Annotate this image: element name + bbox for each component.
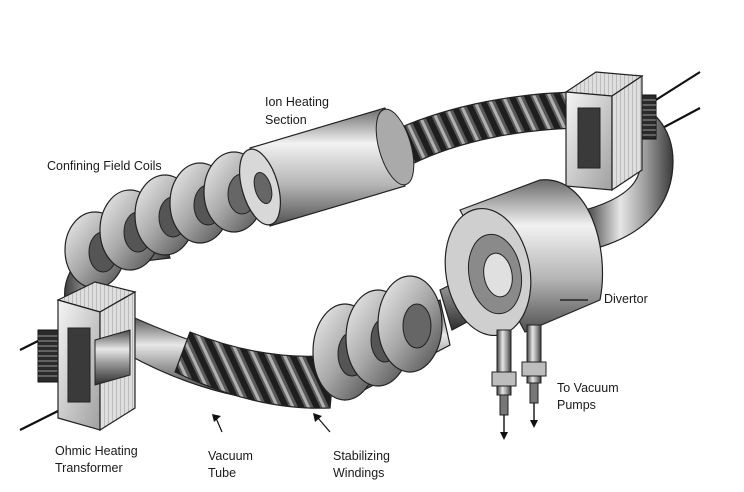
coil-ring xyxy=(377,275,443,373)
ohmic-transformer-label-line2: Transformer xyxy=(55,461,123,475)
vacuum-tube-label-line2: Tube xyxy=(208,466,236,480)
leader-lines xyxy=(212,299,588,433)
vacuum-tube-label-line1: Vacuum xyxy=(208,449,253,463)
stabilizing-windings-label-line2: Windings xyxy=(333,466,384,480)
ohmic-transformer-label-line1: Ohmic Heating xyxy=(55,444,138,458)
right-ohmic-transformer xyxy=(564,71,657,192)
divertor-label: Divertor xyxy=(604,292,648,306)
ion-heating-section xyxy=(239,107,415,227)
left-ohmic-transformer xyxy=(37,281,137,432)
stabilizing-windings-label-line1: Stabilizing xyxy=(333,449,390,463)
labels: Ion Heating Section Confining Field Coil… xyxy=(47,95,648,480)
front-coils xyxy=(312,275,443,401)
vacuum-tube-leader xyxy=(215,417,223,433)
ion-heating-label-line2: Section xyxy=(265,113,307,127)
confining-field-coils xyxy=(64,151,265,289)
vacuum-pump-pipes xyxy=(491,324,547,440)
ion-heating-label-line1: Ion Heating xyxy=(265,95,329,109)
confining-coils-label: Confining Field Coils xyxy=(47,159,162,173)
divertor xyxy=(444,179,604,337)
stabilizing-leader xyxy=(317,417,331,433)
vacuum-pumps-label-line2: Pumps xyxy=(557,398,596,412)
vacuum-pumps-label-line1: To Vacuum xyxy=(557,381,619,395)
